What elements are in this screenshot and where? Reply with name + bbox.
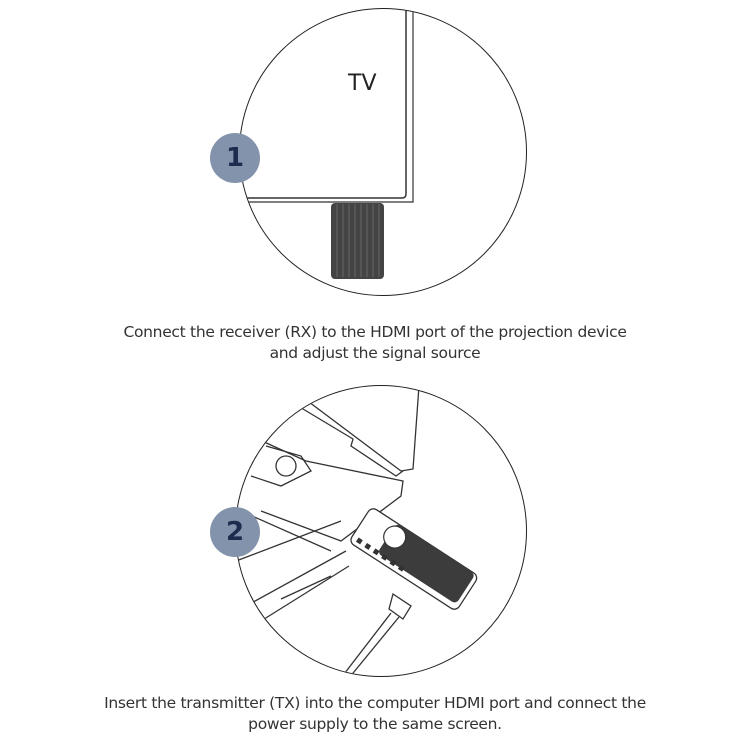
step1-illustration: TV	[239, 8, 527, 296]
step2-caption: Insert the transmitter (TX) into the com…	[0, 693, 750, 735]
step2-number-badge: 2	[210, 507, 260, 557]
laptop-transmitter-illustration	[236, 386, 478, 676]
step1-caption-line2: and adjust the signal source	[269, 344, 481, 362]
tv-label: TV	[348, 71, 377, 96]
step2-caption-line1: Insert the transmitter (TX) into the com…	[104, 694, 646, 712]
step1-caption-line1: Connect the receiver (RX) to the HDMI po…	[123, 323, 627, 341]
step1-number-badge: 1	[210, 133, 260, 183]
tv-receiver-illustration	[240, 9, 414, 279]
step2-caption-line2: power supply to the same screen.	[248, 715, 502, 733]
step1-caption: Connect the receiver (RX) to the HDMI po…	[0, 322, 750, 364]
step2-illustration	[235, 385, 527, 677]
